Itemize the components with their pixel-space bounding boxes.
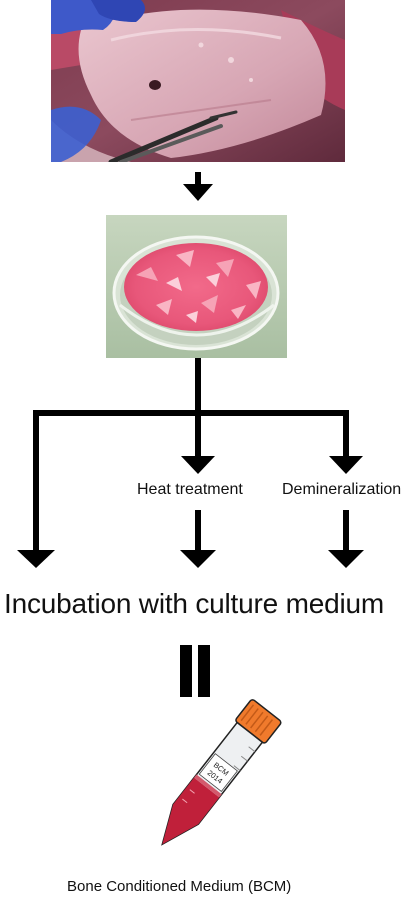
arrow-head-demineralization [329, 456, 363, 474]
bone-dissection-photo [51, 0, 345, 162]
caption-bcm: Bone Conditioned Medium (BCM) [67, 878, 292, 895]
arrow-down-native [17, 550, 55, 568]
equals-sign [180, 645, 210, 697]
step-heat-treatment-label: Heat treatment [137, 481, 243, 498]
conical-tube-icon: BCM 2014 [161, 699, 282, 846]
step-demineralization-label: Demineralization [282, 481, 402, 498]
arrow-down-heat [180, 510, 216, 568]
arrow-down-photo-to-dish [183, 172, 213, 201]
bone-chips-petri-dish-photo [106, 215, 287, 358]
arrow-head-heat [181, 456, 215, 474]
step-incubation-label: Incubation with culture medium [4, 588, 384, 619]
arrow-down-demineralization [328, 510, 364, 568]
branch-connector [33, 358, 349, 555]
